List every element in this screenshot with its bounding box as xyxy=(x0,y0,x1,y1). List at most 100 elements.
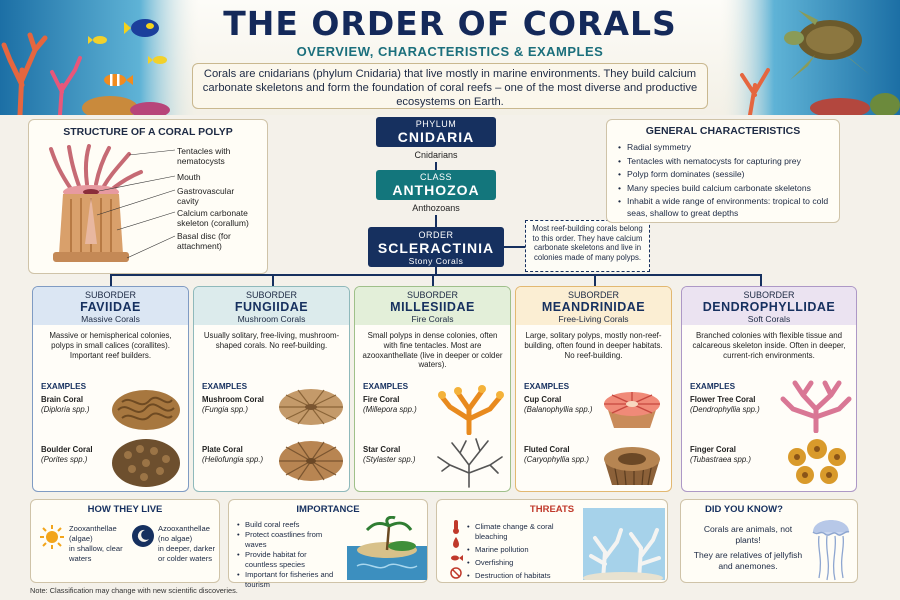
card-description: Large, solitary polyps, mostly non-reef-… xyxy=(524,331,663,360)
order-name: SCLERACTINIA xyxy=(377,240,495,256)
suborder-card-meandrinidae: SUBORDER MEANDRINIDAE Free-Living Corals… xyxy=(515,286,672,492)
flower-tree-coral-image xyxy=(780,380,852,433)
phylum-box: PHYLUM CNIDARIA xyxy=(376,117,496,147)
order-rank: ORDER xyxy=(418,230,454,240)
connector xyxy=(435,267,437,275)
example-1: Fire Coral(Millepora spp.) xyxy=(363,395,417,415)
card-name: MEANDRINIDAE xyxy=(541,300,646,314)
page-subtitle: OVERVIEW, CHARACTERISTICS & EXAMPLES xyxy=(296,44,604,59)
card-header: SUBORDER DENDROPHYLLIDAE Soft Corals xyxy=(682,287,856,325)
class-common: Anthozoans xyxy=(412,203,460,213)
suborder-card-fungiidae: SUBORDER FUNGIIDAE Mushroom Corals Usual… xyxy=(193,286,350,492)
card-common: Massive Corals xyxy=(81,314,140,324)
threats-panel: THREATS Climate change & coral bleaching… xyxy=(436,499,668,583)
boulder-coral-image xyxy=(112,439,180,487)
how-they-live-panel: HOW THEY LIVE Zooxanthellae (algae)in sh… xyxy=(30,499,220,583)
example-scientific-name: (Stylaster spp.) xyxy=(363,455,416,464)
fire-coral-image xyxy=(438,385,504,435)
general-item: Tentacles with nematocysts for capturing… xyxy=(617,156,829,168)
order-note: Most reef-building corals belong to this… xyxy=(525,220,650,272)
plate-coral-image xyxy=(279,441,343,481)
example-name: Star Coral xyxy=(363,445,401,454)
general-item: Inhabit a wide range of environments: tr… xyxy=(617,196,829,219)
label-tentacles: Tentacles with nematocysts xyxy=(177,146,231,166)
suborder-card-millesiidae: SUBORDER MILLESIIDAE Fire Corals Small p… xyxy=(354,286,511,492)
connector xyxy=(435,162,437,170)
card-description: Branched colonies with flexible tissue a… xyxy=(692,331,846,360)
zooxanthellae-info: Zooxanthellae (algae)in shallow, clear w… xyxy=(69,524,127,564)
card-rank: SUBORDER xyxy=(245,290,297,300)
general-heading: GENERAL CHARACTERISTICS xyxy=(645,125,801,137)
thermometer-icon xyxy=(453,520,459,534)
example-scientific-name: (Diploria spp.) xyxy=(41,405,90,414)
threat-item: Climate change & coral bleaching xyxy=(467,522,587,542)
fluted-coral-image xyxy=(604,447,660,486)
example-name: Flower Tree Coral xyxy=(690,395,756,404)
importance-heading: IMPORTANCE xyxy=(296,504,360,515)
phylum-name: CNIDARIA xyxy=(397,129,475,145)
polyp-structure-panel: STRUCTURE OF A CORAL POLYP Tentacles wit… xyxy=(28,119,268,274)
suborder-card-faviidae: SUBORDER FAVIIDAE Massive Corals Massive… xyxy=(32,286,189,492)
card-common: Mushroom Corals xyxy=(237,314,306,324)
card-description: Usually solitary, free-living, mushroom-… xyxy=(203,331,340,350)
example-1: Flower Tree Coral(Dendrophyllia spp.) xyxy=(690,395,760,415)
examples-label: EXAMPLES xyxy=(524,382,570,391)
order-common: Stony Corals xyxy=(408,256,464,266)
island-illustration xyxy=(347,516,427,580)
example-name: Fire Coral xyxy=(363,395,400,404)
suborder-card-dendrophylliidae: SUBORDER DENDROPHYLLIDAE Soft Corals Bra… xyxy=(681,286,857,492)
example-name: Mushroom Coral xyxy=(202,395,264,404)
importance-item: Protect coastlines from waves xyxy=(237,530,337,550)
card-name: MILLESIIDAE xyxy=(390,300,475,314)
card-rank: SUBORDER xyxy=(406,290,458,300)
card-rank: SUBORDER xyxy=(84,290,136,300)
connector xyxy=(594,274,596,286)
threat-item: Destruction of habitats xyxy=(467,571,587,581)
example-2: Star Coral(Stylaster spp.) xyxy=(363,445,415,465)
azooxanthellae-text: in deeper, darker or colder waters xyxy=(158,544,215,563)
note-connector xyxy=(504,246,525,248)
bleached-coral-illustration xyxy=(583,508,665,580)
connector xyxy=(110,274,112,286)
polyp-diagram xyxy=(49,144,143,262)
example-name: Brain Coral xyxy=(41,395,84,404)
cup-coral-image xyxy=(604,392,660,428)
threat-item: Marine pollution xyxy=(467,545,587,555)
example-name: Finger Coral xyxy=(690,445,736,454)
connector xyxy=(272,274,274,286)
intro-text: Corals are cnidarians (phylum Cnidaria) … xyxy=(192,63,708,109)
card-name: FAVIIDAE xyxy=(80,300,141,314)
example-scientific-name: (Balanophyllia spp.) xyxy=(524,405,593,414)
example-2: Fluted Coral(Caryophyllia spp.) xyxy=(524,445,589,465)
example-name: Cup Coral xyxy=(524,395,562,404)
header: THE ORDER OF CORALS OVERVIEW, CHARACTERI… xyxy=(0,0,900,115)
class-rank: CLASS xyxy=(419,172,452,182)
polyp-structure-heading: STRUCTURE OF A CORAL POLYP xyxy=(63,126,233,138)
label-mouth: Mouth xyxy=(177,172,201,182)
card-common: Soft Corals xyxy=(747,314,791,324)
label-gastrovascular-cavity: Gastrovascular cavity xyxy=(177,186,235,206)
importance-item: Provide habitat for countless species xyxy=(237,550,337,570)
example-1: Brain Coral(Diploria spp.) xyxy=(41,395,90,415)
card-common: Free-Living Corals xyxy=(558,314,629,324)
card-header: SUBORDER MILLESIIDAE Fire Corals xyxy=(355,287,510,325)
azooxanthellae-title: Azooxanthellae (no algae) xyxy=(158,524,210,543)
examples-label: EXAMPLES xyxy=(41,382,87,391)
connector xyxy=(432,274,434,286)
example-scientific-name: (Tubastraea spp.) xyxy=(690,455,751,464)
connector xyxy=(760,274,762,286)
importance-item: Build coral reefs xyxy=(237,520,337,530)
example-scientific-name: (Caryophyllia spp.) xyxy=(524,455,589,464)
polyp-leader-lines xyxy=(96,149,176,259)
threat-icons xyxy=(450,520,463,579)
example-1: Cup Coral(Balanophyllia spp.) xyxy=(524,395,592,415)
card-description: Massive or hemispherical colonies, polyp… xyxy=(49,331,172,360)
did-you-know-heading: DID YOU KNOW? xyxy=(705,504,783,515)
example-scientific-name: (Heliofungia spp.) xyxy=(202,455,264,464)
label-basal-disc: Basal disc (for attachment) xyxy=(177,231,231,251)
example-scientific-name: (Millepora spp.) xyxy=(363,405,417,414)
example-name: Plate Coral xyxy=(202,445,243,454)
general-item: Many species build calcium carbonate ske… xyxy=(617,183,829,195)
page-title: THE ORDER OF CORALS xyxy=(223,4,677,43)
card-rank: SUBORDER xyxy=(743,290,795,300)
